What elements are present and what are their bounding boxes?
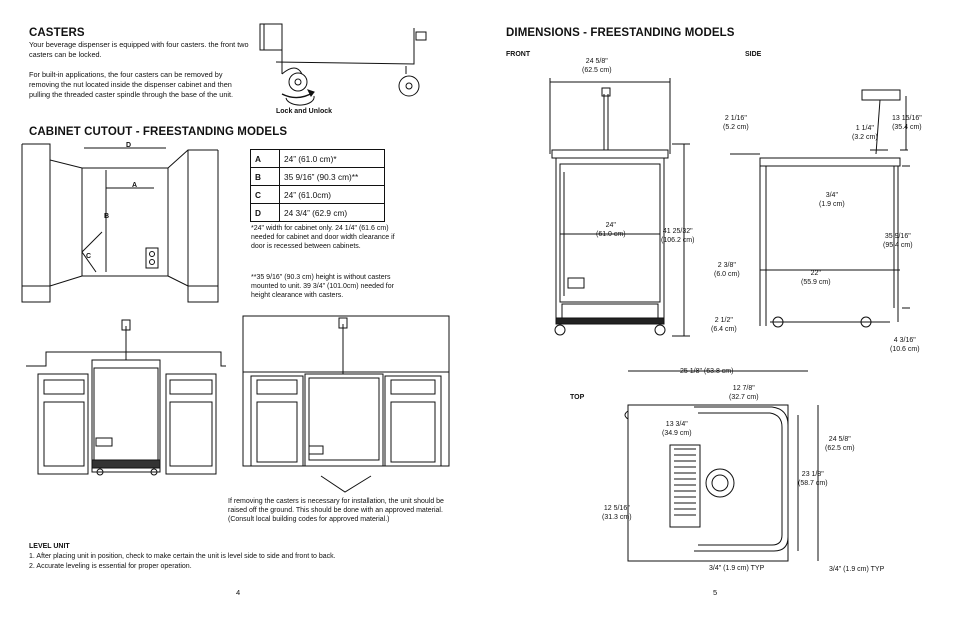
cutout-note-1: *24" width for cabinet only. 24 1/4" (61… (251, 225, 395, 250)
cutout-note-2: **35 9/16" (90.3 cm) height is without c… (251, 274, 394, 299)
level-item-1: 1. After placing unit in position, check… (29, 553, 336, 560)
top-dim-2: 12 7/8" (32.7 cm) (729, 385, 759, 401)
side-dim-4: 3/4" (1.9 cm) (819, 192, 845, 208)
installed-unit-illustration-right (242, 315, 450, 493)
top-view-drawing (624, 370, 819, 562)
caster-removal-note: If removing the casters is necessary for… (228, 498, 444, 523)
label-b: B (104, 213, 110, 220)
dimensions-heading: DIMENSIONS - FREESTANDING MODELS (506, 27, 735, 39)
lock-unlock-caption: Lock and Unlock (276, 108, 333, 115)
top-dim-4: 24 5/8" (62.5 cm) (825, 436, 855, 452)
front-top-width: 24 5/8" (62.5 cm) (582, 58, 612, 74)
top-dim-6: 12 5/16" (31.3 cm) (602, 505, 632, 521)
top-dim-7: 3/4" (1.9 cm) TYP (709, 565, 765, 572)
cutout-heading: CABINET CUTOUT - FREESTANDING MODELS (29, 126, 288, 138)
label-c: C (86, 253, 92, 260)
side-dim-8: 2 1/2" (6.4 cm) (711, 317, 737, 333)
label-d: D (126, 142, 132, 149)
front-view-drawing (549, 78, 690, 337)
top-dim-1: 25 1/8" (63.8 cm) (680, 368, 734, 375)
installed-unit-illustration-left (26, 319, 226, 476)
level-unit-heading: LEVEL UNIT (29, 543, 70, 550)
side-dim-5: 35 9/16" (95.4 cm) (883, 233, 913, 249)
side-dim-1: 2 1/16" (5.2 cm) (723, 115, 749, 131)
side-dim-9: 4 3/16" (10.6 cm) (890, 337, 920, 353)
top-dim-5: 23 1/8" (58.7 cm) (798, 471, 828, 487)
top-dim-3: 13 3/4" (34.9 cm) (662, 421, 692, 437)
casters-heading: CASTERS (29, 27, 85, 39)
label-a: A (132, 182, 138, 189)
front-label: FRONT (506, 51, 531, 58)
side-label: SIDE (745, 51, 762, 58)
front-body-width: 24" (61.0 cm) (596, 222, 626, 238)
side-dim-2: 13 15/16" (35.4 cm) (892, 115, 922, 131)
side-view-drawing (730, 89, 910, 328)
front-height: 41 25/32" (106.2 cm) (661, 228, 695, 244)
page-number-left: 4 (236, 588, 241, 597)
caster-illustration (259, 23, 427, 106)
side-dim-6: 2 3/8" (6.0 cm) (714, 262, 740, 278)
cabinet-cutout-diagram (21, 143, 219, 303)
casters-paragraph-2: For built-in applications, the four cast… (29, 70, 234, 99)
top-label: TOP (570, 394, 585, 401)
top-dim-8: 3/4" (1.9 cm) TYP (829, 566, 885, 573)
page-number-right: 5 (713, 588, 718, 597)
side-dim-7: 22" (55.9 cm) (801, 270, 831, 286)
casters-paragraph-1: Your beverage dispenser is equipped with… (29, 40, 249, 59)
level-item-2: 2. Accurate leveling is essential for pr… (29, 563, 192, 570)
side-dim-3: 1 1/4" (3.2 cm) (852, 125, 878, 141)
